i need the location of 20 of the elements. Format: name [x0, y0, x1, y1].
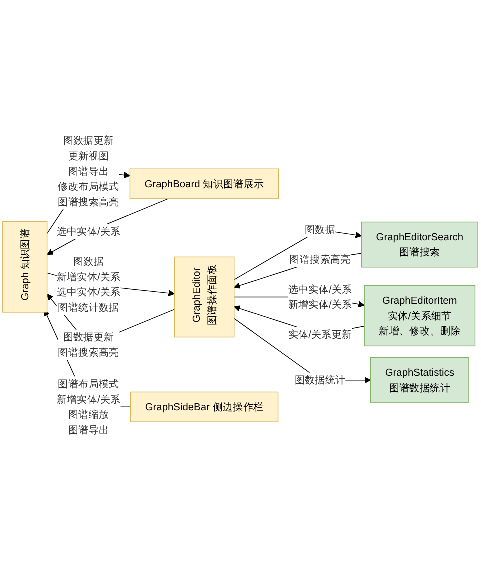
- edge-label: 图谱布局模式新增实体/关系图谱缩放图谱导出: [56, 378, 121, 436]
- edge-label: 图数据更新图谱搜索高亮: [58, 331, 120, 358]
- edge-label: 图数据统计: [294, 374, 346, 386]
- arrow: [47, 198, 169, 256]
- node-box: GraphEditor 图谱操作面板: [174, 256, 235, 338]
- arrow: [234, 230, 362, 280]
- edge-label: 实体/关系更新: [288, 328, 352, 340]
- edge-label: 图谱搜索高亮: [290, 254, 351, 266]
- node-box: GraphBoard 知识图谱展示: [130, 168, 280, 200]
- edge-label: 图数据更新更新视图图谱导出修改布局模式图谱搜索高亮: [58, 134, 120, 208]
- arrow: [234, 318, 372, 384]
- node-box: GraphEditorSearch 图谱搜索: [361, 222, 478, 268]
- edge-label: 选中实体/关系: [56, 226, 121, 238]
- node-box: GraphEditorItem 实体/关系细节 新增、修改、删除: [364, 285, 476, 347]
- node-box: GraphSideBar 侧边操作栏: [130, 392, 279, 422]
- edge-label: 选中实体/关系新增实体/关系: [288, 283, 352, 310]
- edge-label: 图数据新增实体/关系选中实体/关系图谱统计数据: [56, 256, 121, 314]
- node-box: GraphStatistics 图谱数据统计: [370, 357, 470, 404]
- node-box: Graph 知识图谱: [2, 221, 48, 313]
- edge-label: 图数据: [305, 224, 336, 236]
